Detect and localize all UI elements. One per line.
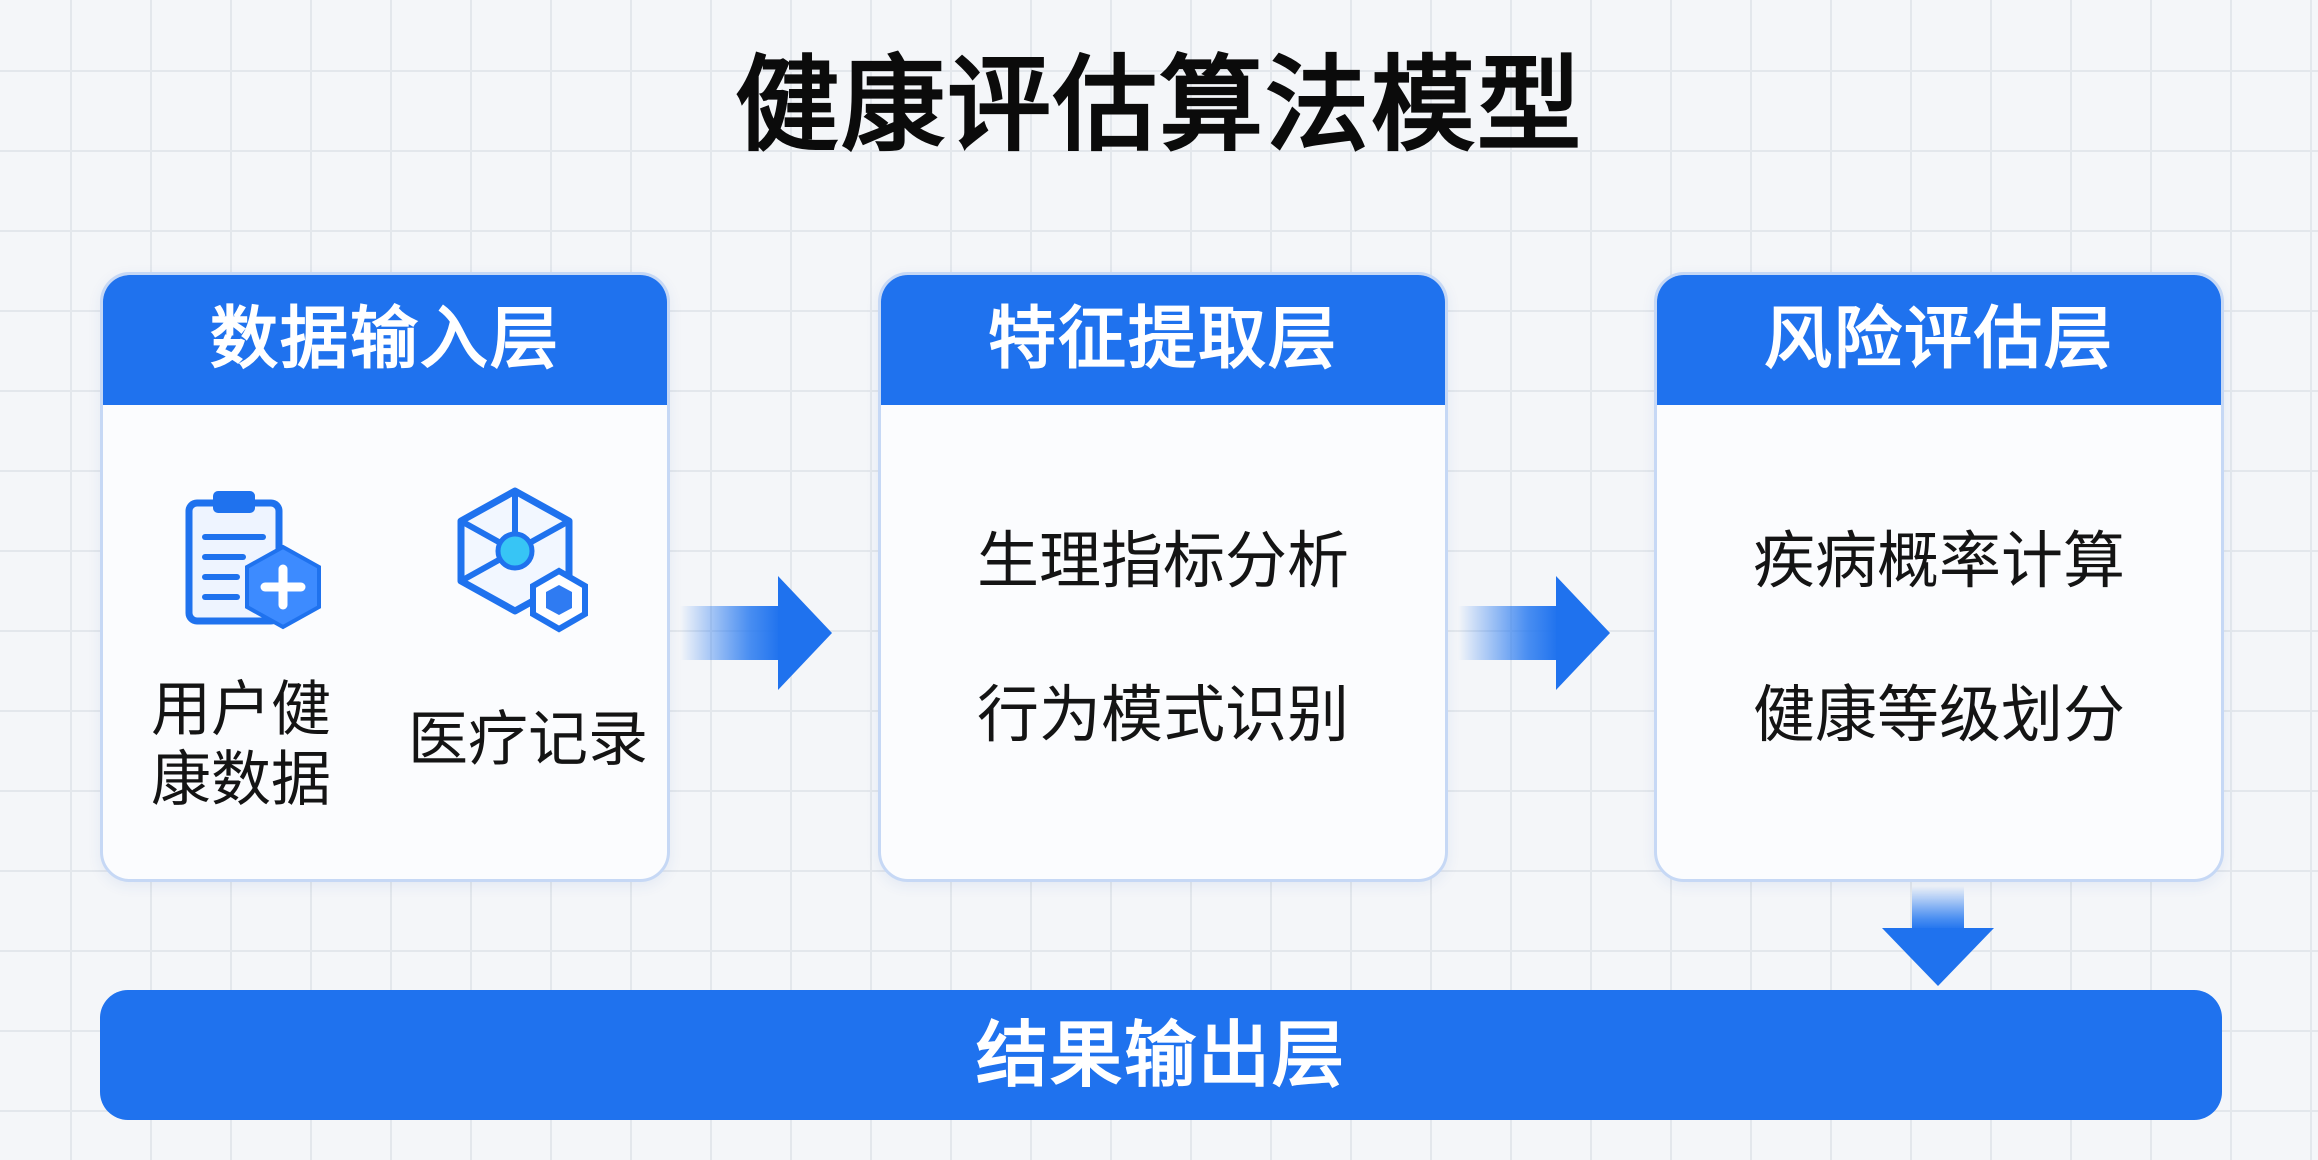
- user-health-data-label: 用户健康数据: [151, 675, 331, 815]
- physiological-indicator-analysis: 生理指标分析: [976, 524, 1349, 597]
- diagram-title: 健康评估算法模型: [734, 44, 1583, 166]
- clipboard-medical-icon: [185, 491, 321, 630]
- behavior-pattern-recognition: 行为模式识别: [976, 678, 1349, 751]
- risk-assessment-layer-body: 疾病概率计算 健康等级划分: [1657, 405, 2221, 879]
- risk-assessment-layer-box: 风险评估层 疾病概率计算 健康等级划分: [1654, 272, 2224, 882]
- feature-extraction-layer-body: 生理指标分析 行为模式识别: [881, 405, 1445, 879]
- health-grade-classification: 健康等级划分: [1752, 678, 2125, 751]
- arrow-down-icon: [1882, 886, 1994, 986]
- data-input-layer-box: 数据输入层 用户健康数据 医疗记录: [100, 272, 670, 882]
- feature-extraction-layer-box: 特征提取层 生理指标分析 行为模式识别: [878, 272, 1448, 882]
- result-output-layer: 结果输出层: [100, 990, 2222, 1120]
- risk-assessment-layer-header: 风险评估层: [1657, 275, 2221, 405]
- feature-extraction-layer-header: 特征提取层: [881, 275, 1445, 405]
- arrow-right-icon: [1458, 576, 1610, 690]
- data-input-layer-header: 数据输入层: [103, 275, 667, 405]
- disease-probability-calculation: 疾病概率计算: [1752, 524, 2125, 597]
- cube-network-icon: [457, 487, 588, 633]
- medical-records-label: 医疗记录: [408, 705, 648, 775]
- arrow-right-icon: [680, 576, 832, 690]
- data-input-layer-body: 用户健康数据 医疗记录: [103, 405, 667, 879]
